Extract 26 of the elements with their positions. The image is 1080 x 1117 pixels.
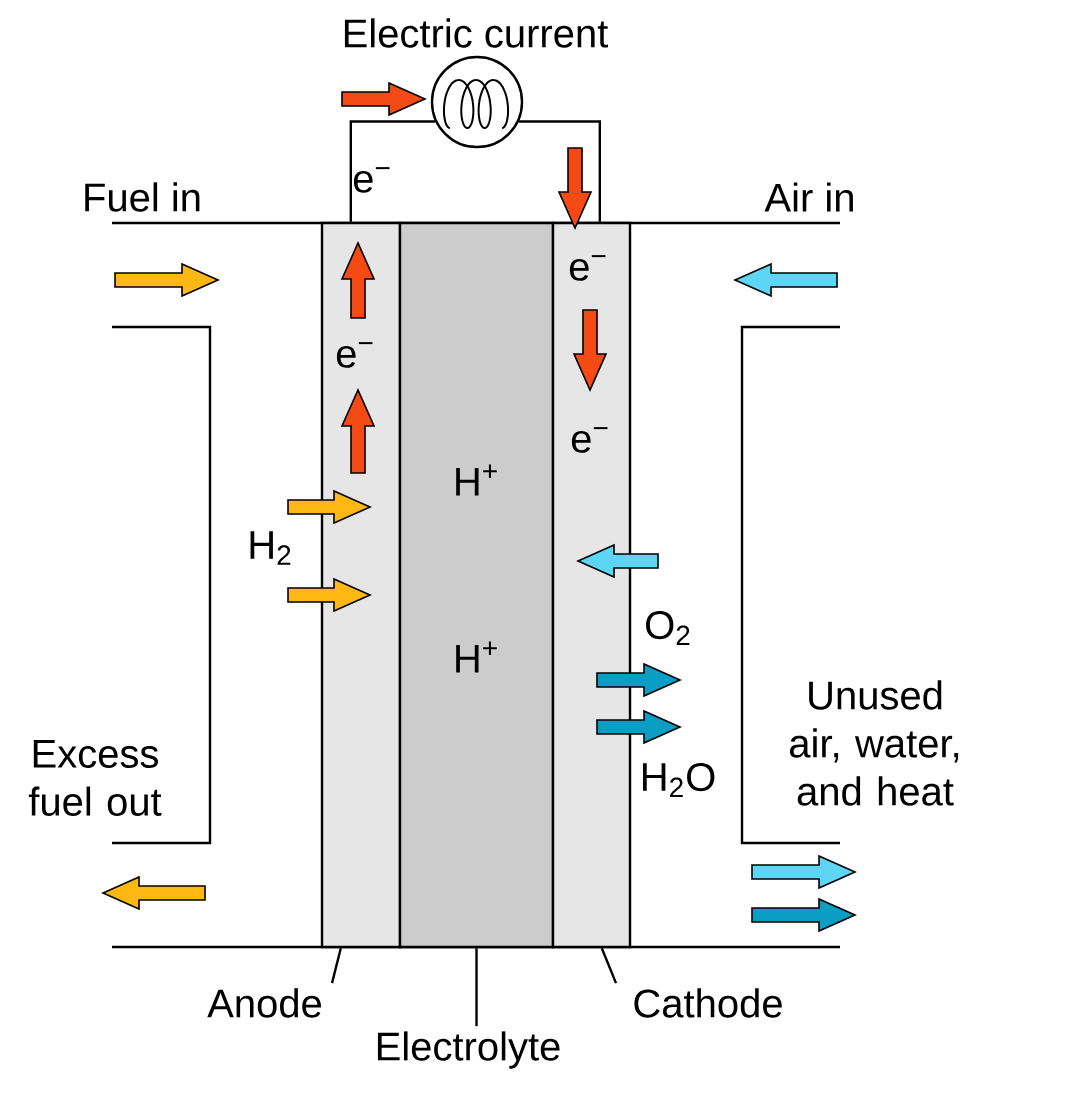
- anode-plate: [320, 221, 402, 949]
- electron-label: e$^{−}$: [571, 427, 608, 453]
- molecule-label: O$_{2}$: [646, 610, 690, 646]
- title-text: Electric current: [344, 18, 608, 48]
- part-label: Anode: [207, 988, 321, 1018]
- leader-line: [330, 947, 342, 984]
- cathode-plate: [551, 221, 632, 949]
- part-label: Cathode: [634, 988, 782, 1018]
- circuit-wire: [349, 120, 436, 222]
- molecule-label: H$_{2}$O: [643, 762, 715, 798]
- molecule-label: H$_{2}$: [250, 531, 291, 565]
- leader-line: [475, 948, 478, 1027]
- flow-label: Excess fuel out: [28, 740, 162, 816]
- circuit-wire: [518, 120, 601, 222]
- flow-label: Air in: [764, 182, 853, 212]
- leader-line: [600, 947, 618, 984]
- part-label: Electrolyte: [377, 1031, 560, 1069]
- ion-label: H$^{+}$: [456, 641, 497, 673]
- electrolyte-layer: [398, 221, 555, 949]
- electron-label: e$^{−}$: [353, 167, 390, 193]
- ion-label: H$^{+}$: [456, 464, 497, 496]
- flow-label: Unused air, water, and heat: [790, 680, 959, 806]
- lamp-symbol: [430, 55, 524, 149]
- electron-label: e$^{−}$: [336, 342, 373, 368]
- flow-label: Fuel in: [85, 182, 200, 212]
- electron-label: e$^{−}$: [569, 255, 606, 281]
